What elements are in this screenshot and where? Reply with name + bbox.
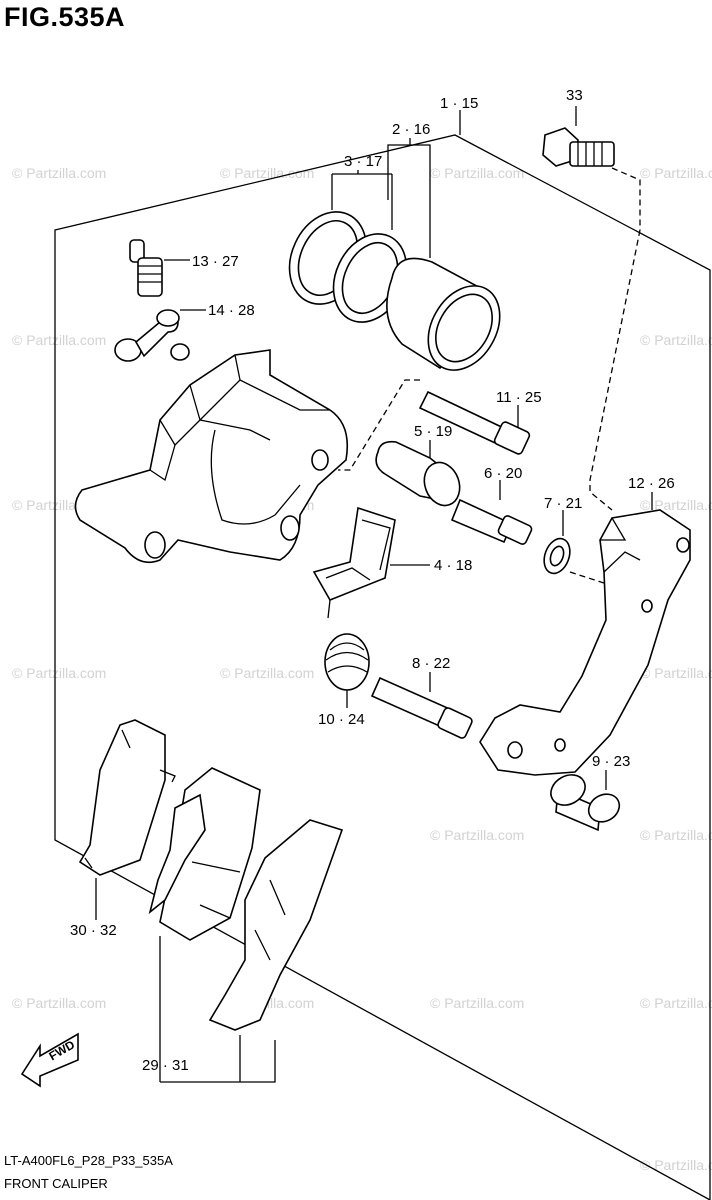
bushing-9 [550,774,621,832]
watermark: © Partzilla.com [430,827,524,843]
label-1: 1 · 15 [440,95,478,112]
label-4: 4 · 18 [434,557,472,574]
label-13: 13 · 27 [192,253,239,270]
label-12: 12 · 26 [628,475,675,492]
label-11: 11 · 25 [496,389,542,406]
part-labels: 1 · 15 2 · 16 3 · 17 33 13 · 27 14 · 28 … [70,87,675,1074]
figure-name: FRONT CALIPER [4,1176,108,1191]
leader-2 [387,138,431,258]
watermark: © Partzilla.com [220,665,314,681]
watermark: © Partzilla.com [12,995,106,1011]
guide-pin-11 [418,390,531,455]
label-6: 6 · 20 [484,465,522,482]
guide-pin-8 [370,676,473,739]
leader-3 [331,170,393,230]
bleeder-cap [114,309,180,362]
watermark: © Partzilla.com [640,1157,712,1173]
fwd-arrow: FWD [20,1032,79,1088]
brake-pad-outer [208,819,344,1031]
label-5: 5 · 19 [414,423,452,440]
label-33: 33 [566,87,583,104]
label-2: 2 · 16 [392,121,430,138]
washer-7 [543,537,571,575]
dash-line-12 [589,229,641,511]
watermark: © Partzilla.com [12,332,106,348]
label-29: 29 · 31 [142,1057,189,1074]
figure-code: LT-A400FL6_P28_P33_535A [4,1153,173,1168]
guide-pin-6 [450,498,533,545]
pad-shim [78,719,176,876]
watermark: © Partzilla.com [640,332,712,348]
watermark: © Partzilla.com [220,165,314,181]
leader-29 [159,936,276,1083]
label-30: 30 · 32 [70,922,117,939]
bleeder-screw [129,239,163,297]
figure-title: FIG.535A [4,2,126,32]
watermark: © Partzilla.com [640,497,712,513]
label-8: 8 · 22 [412,655,450,672]
label-10: 10 · 24 [318,711,365,728]
bolt-33 [542,127,615,167]
dash-line-33 [611,167,641,230]
pad-spring [312,506,396,619]
label-14: 14 · 28 [208,302,255,319]
watermark: © Partzilla.com [640,827,712,843]
caliper-bracket [479,509,691,776]
pad-clip [148,793,206,915]
watermark: © Partzilla.com [12,665,106,681]
label-7: 7 · 21 [544,495,582,512]
caliper-body [74,343,349,564]
label-3: 3 · 17 [344,153,382,170]
boot-5 [375,440,461,507]
watermark: © Partzilla.com [640,665,712,681]
dash-line-7 [569,571,611,586]
piston [386,257,501,371]
watermark: © Partzilla.com [430,165,524,181]
watermark: © Partzilla.com [430,995,524,1011]
label-9: 9 · 23 [592,753,630,770]
watermark: © Partzilla.com [640,995,712,1011]
watermark: © Partzilla.com [640,165,712,181]
watermark: © Partzilla.com [12,165,106,181]
boot-10 [324,633,370,691]
